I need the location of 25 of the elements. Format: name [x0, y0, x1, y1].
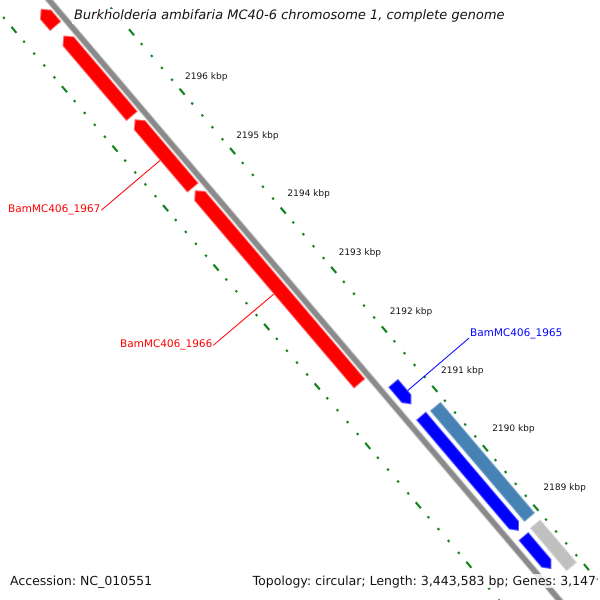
scale-tick-label: 2191 kbp — [441, 366, 484, 376]
leader-line — [100, 160, 161, 211]
gene-feature — [62, 35, 138, 122]
scale-tick-label: 2195 kbp — [236, 130, 279, 142]
leader-line — [407, 338, 470, 392]
gene-feature — [134, 119, 199, 193]
gene-bar — [530, 519, 578, 572]
gene-bar — [430, 402, 536, 522]
accession-text: Accession: NC_010551 — [9, 574, 154, 588]
gene-label: BamMC406_1967 — [8, 203, 100, 216]
scale-tick-label: 2196 kbp — [185, 72, 228, 82]
gene-feature — [518, 532, 552, 570]
scale-tick-label: 2189 kbp — [543, 482, 586, 494]
genome-summary-text: Topology: circular; Length: 3,443,583 bp; Genes: 3,147 — [252, 574, 597, 588]
scale-tick-label: 2192 kbp — [390, 306, 432, 318]
gene-feature — [416, 412, 519, 531]
scale-tick-label: 2190 kbp — [492, 424, 535, 435]
leader-line — [212, 293, 274, 346]
gene-label: BamMC406_1966 — [120, 338, 212, 350]
gene-feature — [40, 8, 62, 32]
gene-feature — [388, 378, 412, 404]
scale-tick-label: 2194 kbp — [287, 189, 330, 200]
gene-label: BamMC406_1965 — [470, 327, 562, 340]
scale-tick-label: 2193 kbp — [338, 248, 381, 258]
map-title: Burkholderia ambifaria MC40-6 chromosome 1, complete genome — [72, 9, 506, 24]
